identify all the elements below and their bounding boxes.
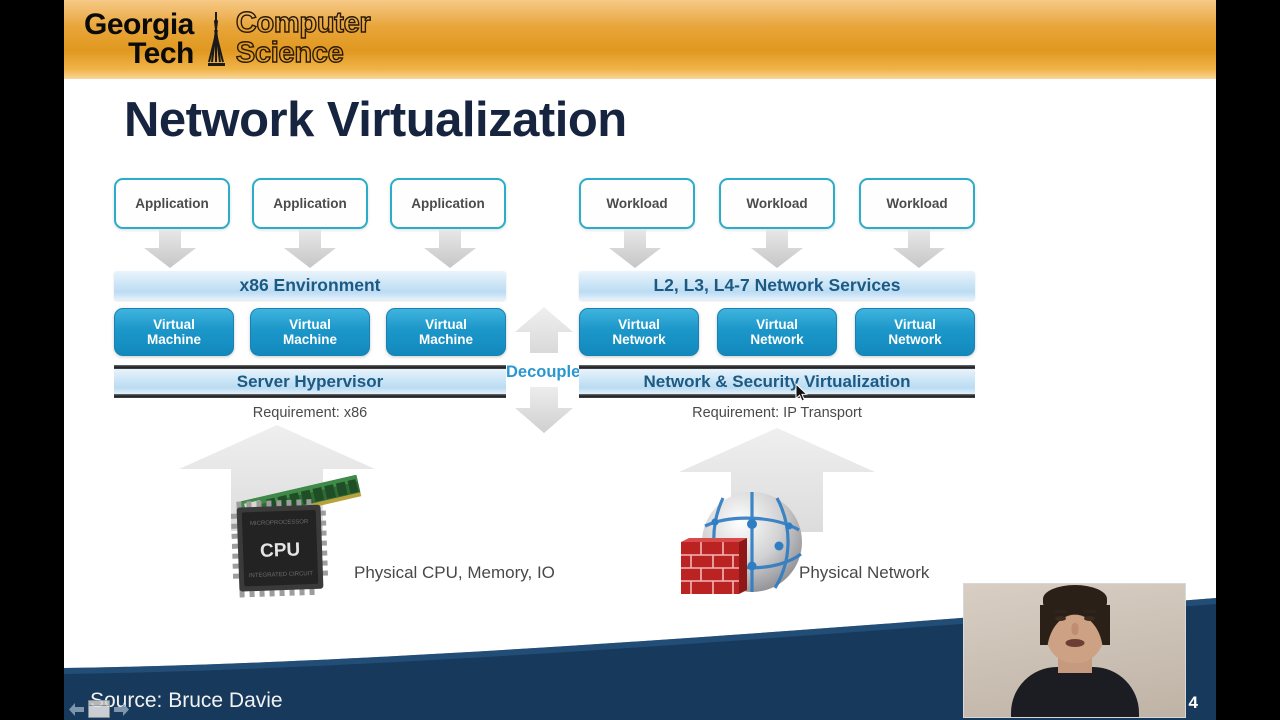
arrow-down-icon xyxy=(424,229,476,268)
arrow-down-icon xyxy=(751,229,803,268)
left-requirement-label: Requirement: x86 xyxy=(252,405,368,421)
presenter-eye-right xyxy=(1083,616,1095,621)
vm-line-2: Machine xyxy=(282,332,337,347)
gt-header-banner: Georgia Tech Computer Science xyxy=(64,0,1216,79)
arrow-down-icon xyxy=(284,229,336,268)
workload-box: Workload xyxy=(579,178,695,229)
application-box: Application xyxy=(114,178,230,229)
application-box: Application xyxy=(390,178,506,229)
network-services-bar: L2, L3, L4-7 Network Services xyxy=(579,271,975,300)
vn-line-2: Network xyxy=(888,332,942,347)
cpu-chip-icon: CPU MICROPROCESSOR INTEGRATED CIRCUIT xyxy=(230,499,328,598)
footer-swoosh xyxy=(64,598,1216,720)
left-hardware-label: Physical CPU, Memory, IO xyxy=(354,563,555,582)
gt-tower-icon xyxy=(203,10,229,68)
vm-line-1: Virtual xyxy=(425,316,467,332)
network-platform-group: Network & Security Virtualization xyxy=(579,365,975,398)
presenter-eye-left xyxy=(1054,616,1066,621)
presenter-nose xyxy=(1071,623,1078,635)
presenter-torso xyxy=(1010,667,1139,717)
vn-line-1: Virtual xyxy=(618,316,660,332)
virtual-network-box: Virtual Network xyxy=(717,308,837,356)
virtual-machine-box: Virtual Machine xyxy=(114,308,234,356)
mouse-pointer-icon xyxy=(795,383,808,402)
georgia-tech-wordmark: Georgia Tech xyxy=(84,7,194,70)
svg-text:CPU: CPU xyxy=(260,539,301,561)
physical-hardware-graphic: CPU MICROPROCESSOR INTEGRATED CIRCUIT xyxy=(212,474,422,598)
svg-text:INTEGRATED CIRCUIT: INTEGRATED CIRCUIT xyxy=(249,571,314,579)
dept-line-1: Computer xyxy=(235,7,371,40)
virtual-network-box: Virtual Network xyxy=(579,308,699,356)
vn-line-1: Virtual xyxy=(756,316,798,332)
physical-network-graphic xyxy=(679,478,879,598)
workload-box: Workload xyxy=(719,178,835,229)
network-virtualization-column: Workload Workload Workload L2, L3, L4- xyxy=(579,178,975,421)
brand-line-1: Georgia xyxy=(84,7,194,41)
arrow-up-icon xyxy=(679,428,875,532)
vn-line-2: Network xyxy=(612,332,666,347)
arrow-right-icon[interactable] xyxy=(113,702,130,717)
vm-line-1: Virtual xyxy=(289,316,331,332)
vn-line-2: Network xyxy=(750,332,804,347)
rail-top xyxy=(114,365,506,369)
slide-canvas: Georgia Tech Computer Science Network xyxy=(64,0,1216,720)
presenter-brow-right xyxy=(1082,610,1097,613)
svg-text:MICROPROCESSOR: MICROPROCESSOR xyxy=(250,519,309,527)
virtual-machine-box: Virtual Machine xyxy=(250,308,370,356)
virtual-network-box: Virtual Network xyxy=(855,308,975,356)
virtual-machine-box: Virtual Machine xyxy=(386,308,506,356)
rail-bottom xyxy=(579,394,975,398)
decoupled-indicator: Decoupled xyxy=(506,306,591,439)
decoupled-label: Decoupled xyxy=(506,363,591,381)
arrow-up-icon xyxy=(514,307,573,353)
presenter-hair xyxy=(1042,585,1107,613)
application-box: Application xyxy=(252,178,368,229)
workload-box-row: Workload Workload Workload xyxy=(579,178,975,229)
presenter-mouth xyxy=(1065,639,1084,647)
workload-box: Workload xyxy=(859,178,975,229)
virtualization-diagram: Application Application Application xyxy=(64,178,1216,608)
slide-nav-controls[interactable] xyxy=(68,700,130,718)
brand-line-2: Tech xyxy=(128,36,194,70)
server-hypervisor-bar: Server Hypervisor xyxy=(114,369,506,394)
right-requirement-label: Requirement: IP Transport xyxy=(692,405,862,421)
application-arrow-row xyxy=(114,229,506,271)
vm-line-1: Virtual xyxy=(153,316,195,332)
arrow-left-icon[interactable] xyxy=(68,702,85,717)
georgia-tech-cs-logo: Georgia Tech Computer Science xyxy=(84,7,371,70)
workload-arrow-row xyxy=(579,229,975,271)
right-hardware-label: Physical Network xyxy=(799,563,930,582)
arrow-down-icon xyxy=(893,229,945,268)
application-box-row: Application Application Application xyxy=(114,178,506,229)
arrow-down-icon xyxy=(609,229,661,268)
page-number: 4 xyxy=(1188,693,1198,712)
firewall-brick-icon xyxy=(681,538,747,594)
arrow-down-icon xyxy=(144,229,196,268)
network-security-virtualization-bar: Network & Security Virtualization xyxy=(579,369,975,394)
presenter-video-overlay[interactable] xyxy=(963,583,1186,718)
vm-line-2: Machine xyxy=(418,332,473,347)
rail-bottom xyxy=(114,394,506,398)
compute-virtualization-column: Application Application Application xyxy=(114,178,506,421)
hypervisor-group: Server Hypervisor xyxy=(114,365,506,398)
presenter-brow-left xyxy=(1052,610,1067,613)
vn-line-1: Virtual xyxy=(894,316,936,332)
arrow-up-icon xyxy=(179,425,375,531)
computer-science-wordmark: Computer Science xyxy=(235,7,371,69)
virtual-network-row: Virtual Network Virtual Network Virtual … xyxy=(579,308,975,356)
page-title: Network Virtualization xyxy=(124,93,627,147)
arrow-down-icon xyxy=(514,387,573,433)
slide-window-icon[interactable] xyxy=(88,700,110,718)
x86-environment-bar: x86 Environment xyxy=(114,271,506,300)
rail-top xyxy=(579,365,975,369)
virtual-machine-row: Virtual Machine Virtual Machine Virtual … xyxy=(114,308,506,356)
dept-line-2: Science xyxy=(235,37,344,69)
vm-line-2: Machine xyxy=(146,332,201,347)
source-note: Source: Bruce Davie xyxy=(90,689,283,712)
